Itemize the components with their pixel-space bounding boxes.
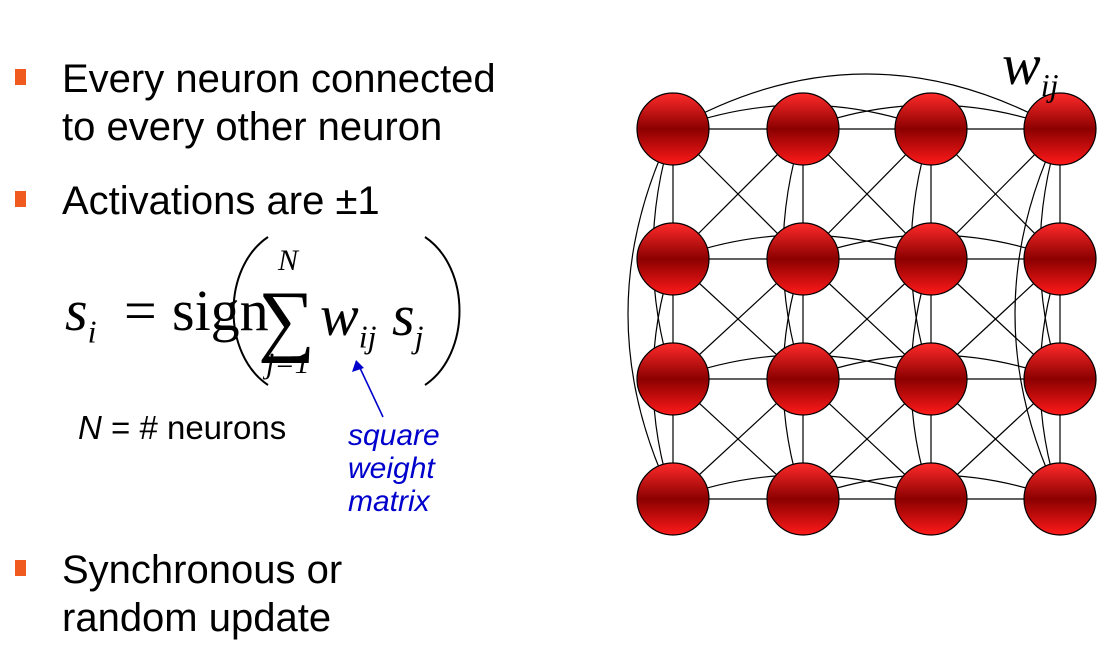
neuron-node [766, 342, 840, 416]
formula-s-j: sj [392, 283, 424, 355]
bullet-2-line-1: Activations are ±1 [62, 179, 380, 223]
bullet-text-2: Activations are ±1 [62, 177, 380, 225]
neuron-node [894, 342, 968, 416]
formula-sigma: ∑ [258, 276, 316, 364]
annotation-line-1: square [348, 419, 440, 452]
neuron-nodes [636, 92, 1097, 536]
annotation-line-2: weight [348, 452, 435, 485]
formula-left-paren [232, 236, 269, 386]
neuron-node [766, 92, 840, 166]
neuron-node [894, 462, 968, 536]
formula-lhs: si [65, 282, 96, 348]
n-variable: N [78, 409, 102, 446]
formula-sum-lower-limit: j=1 [266, 347, 310, 380]
bullet-3-line-2: random update [62, 596, 332, 640]
neuron-node [636, 222, 710, 296]
bullet-1-line-1: Every neuron connected [62, 57, 496, 101]
annotation-arrow-head [352, 360, 364, 372]
formula-w-ij: wij [320, 283, 377, 355]
formula-equals: = [124, 278, 157, 343]
neuron-node [766, 222, 840, 296]
formula-sign-function: sign [172, 278, 269, 343]
formula-right-paren [424, 236, 461, 386]
formula-subscript-i: i [87, 313, 97, 350]
weight-matrix-annotation: square weight matrix [348, 419, 440, 518]
neuron-node [894, 222, 968, 296]
bullet-text-3: Synchronous or random update [62, 546, 342, 642]
neuron-node [636, 342, 710, 416]
formula-s-i: s [65, 278, 88, 343]
neuron-node [894, 92, 968, 166]
formula-sum-upper-limit: N [278, 244, 299, 277]
annotation-line-3: matrix [348, 485, 430, 518]
bullet-marker-2 [15, 191, 26, 207]
neuron-node [1023, 222, 1097, 296]
edge-outer-top [672, 73, 1061, 130]
neuron-count-definition: N = # neurons [78, 409, 287, 446]
neuron-node [636, 92, 710, 166]
neuron-node [1023, 92, 1097, 166]
annotation-arrow [359, 367, 384, 418]
bullet-3-line-1: Synchronous or [62, 548, 343, 592]
bullet-1-line-2: to every other neuron [62, 105, 443, 149]
neuron-node [766, 462, 840, 536]
edge-outer-left [627, 128, 674, 500]
bullet-marker-1 [15, 69, 26, 85]
bullet-marker-3 [15, 560, 26, 576]
weight-label: wij [1002, 32, 1059, 103]
bullet-text-1: Every neuron connected to every other ne… [62, 55, 496, 151]
edge-outer-right [1014, 128, 1061, 500]
neuron-node [1023, 462, 1097, 536]
neuron-node [1023, 342, 1097, 416]
neuron-node [636, 462, 710, 536]
